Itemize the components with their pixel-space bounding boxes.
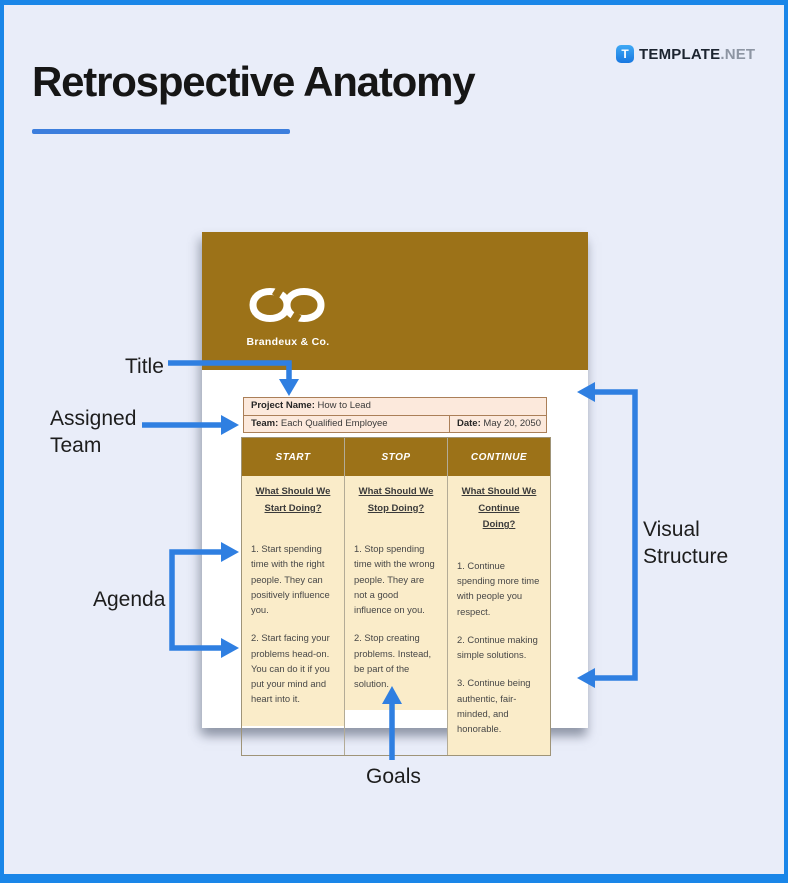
- template-net-wordmark: TEMPLATE.NET: [639, 46, 755, 63]
- stop-items: 1. Stop spending time with the wrong peo…: [354, 541, 438, 691]
- continue-column: CONTINUE What Should We Continue Doing? …: [447, 438, 550, 756]
- date-label: Date:: [457, 418, 481, 429]
- team-value: Each Qualified Employee: [278, 418, 388, 429]
- page-title: Retrospective Anatomy: [32, 58, 476, 105]
- start-stop-continue-table: START What Should We Start Doing? 1. Sta…: [241, 437, 551, 757]
- team-cell: Team: Each Qualified Employee: [244, 416, 449, 432]
- start-column-body: What Should We Start Doing? 1. Start spe…: [242, 476, 344, 726]
- start-question: What Should We Start Doing?: [255, 486, 331, 514]
- company-name: Brandeux & Co.: [246, 336, 330, 348]
- stop-question: What Should We Stop Doing?: [358, 486, 434, 514]
- continue-question: What Should We Continue Doing?: [461, 486, 537, 531]
- continue-item: 1. Continue spending more time with peop…: [457, 559, 540, 617]
- template-net-badge-icon: T: [616, 45, 634, 63]
- title-underline: [32, 129, 290, 134]
- stop-column-body: What Should We Stop Doing? 1. Stop spend…: [345, 476, 447, 711]
- brand-name: TEMPLATE: [639, 45, 721, 63]
- team-label: Team:: [251, 418, 279, 429]
- brand-suffix: .NET: [720, 45, 756, 63]
- start-items: 1. Start spending time with the right pe…: [251, 541, 335, 706]
- annotation-agenda: Agenda: [93, 588, 166, 611]
- infinity-chain-icon: [249, 286, 325, 324]
- start-item: 2. Start facing your problems head-on. Y…: [251, 632, 330, 705]
- infographic-canvas: Retrospective Anatomy T TEMPLATE.NET Bra…: [4, 5, 784, 874]
- annotation-title: Title: [125, 355, 164, 378]
- continue-items: 1. Continue spending more time with peop…: [457, 558, 541, 736]
- start-item: 1. Start spending time with the right pe…: [251, 543, 330, 616]
- visual-structure-arrow: [594, 389, 638, 681]
- annotation-assigned-team: Assigned Team: [50, 407, 137, 457]
- project-name-label: Project Name:: [251, 400, 315, 411]
- project-name-value: How to Lead: [314, 400, 371, 411]
- start-column: START What Should We Start Doing? 1. Sta…: [242, 438, 344, 755]
- template-net-logo: T TEMPLATE.NET: [616, 45, 755, 63]
- document-brand-header: Brandeux & Co.: [202, 232, 588, 370]
- stop-column: STOP What Should We Stop Doing? 1. Stop …: [344, 438, 447, 756]
- project-info-table: Project Name: How to Lead Team: Each Qua…: [243, 397, 547, 433]
- continue-column-header: CONTINUE: [448, 438, 550, 476]
- start-column-header: START: [242, 438, 344, 476]
- continue-item: 3. Continue being authentic, fair-minded…: [457, 677, 531, 734]
- project-name-row: Project Name: How to Lead: [244, 398, 546, 415]
- retrospective-document: Brandeux & Co. Project Name: How to Lead…: [202, 232, 588, 757]
- annotation-visual-structure: Visual Structure: [643, 518, 729, 568]
- team-date-row: Team: Each Qualified Employee Date: May …: [244, 415, 546, 432]
- stop-item: 2. Stop creating problems. Instead, be p…: [354, 632, 432, 690]
- date-cell: Date: May 20, 2050: [449, 416, 546, 432]
- stop-item: 1. Stop spending time with the wrong peo…: [354, 543, 435, 616]
- stop-column-header: STOP: [345, 438, 447, 476]
- continue-item: 2. Continue making simple solutions.: [457, 633, 538, 661]
- date-value: May 20, 2050: [480, 418, 541, 429]
- annotation-goals: Goals: [366, 765, 421, 788]
- continue-column-body: What Should We Continue Doing? 1. Contin…: [448, 476, 550, 756]
